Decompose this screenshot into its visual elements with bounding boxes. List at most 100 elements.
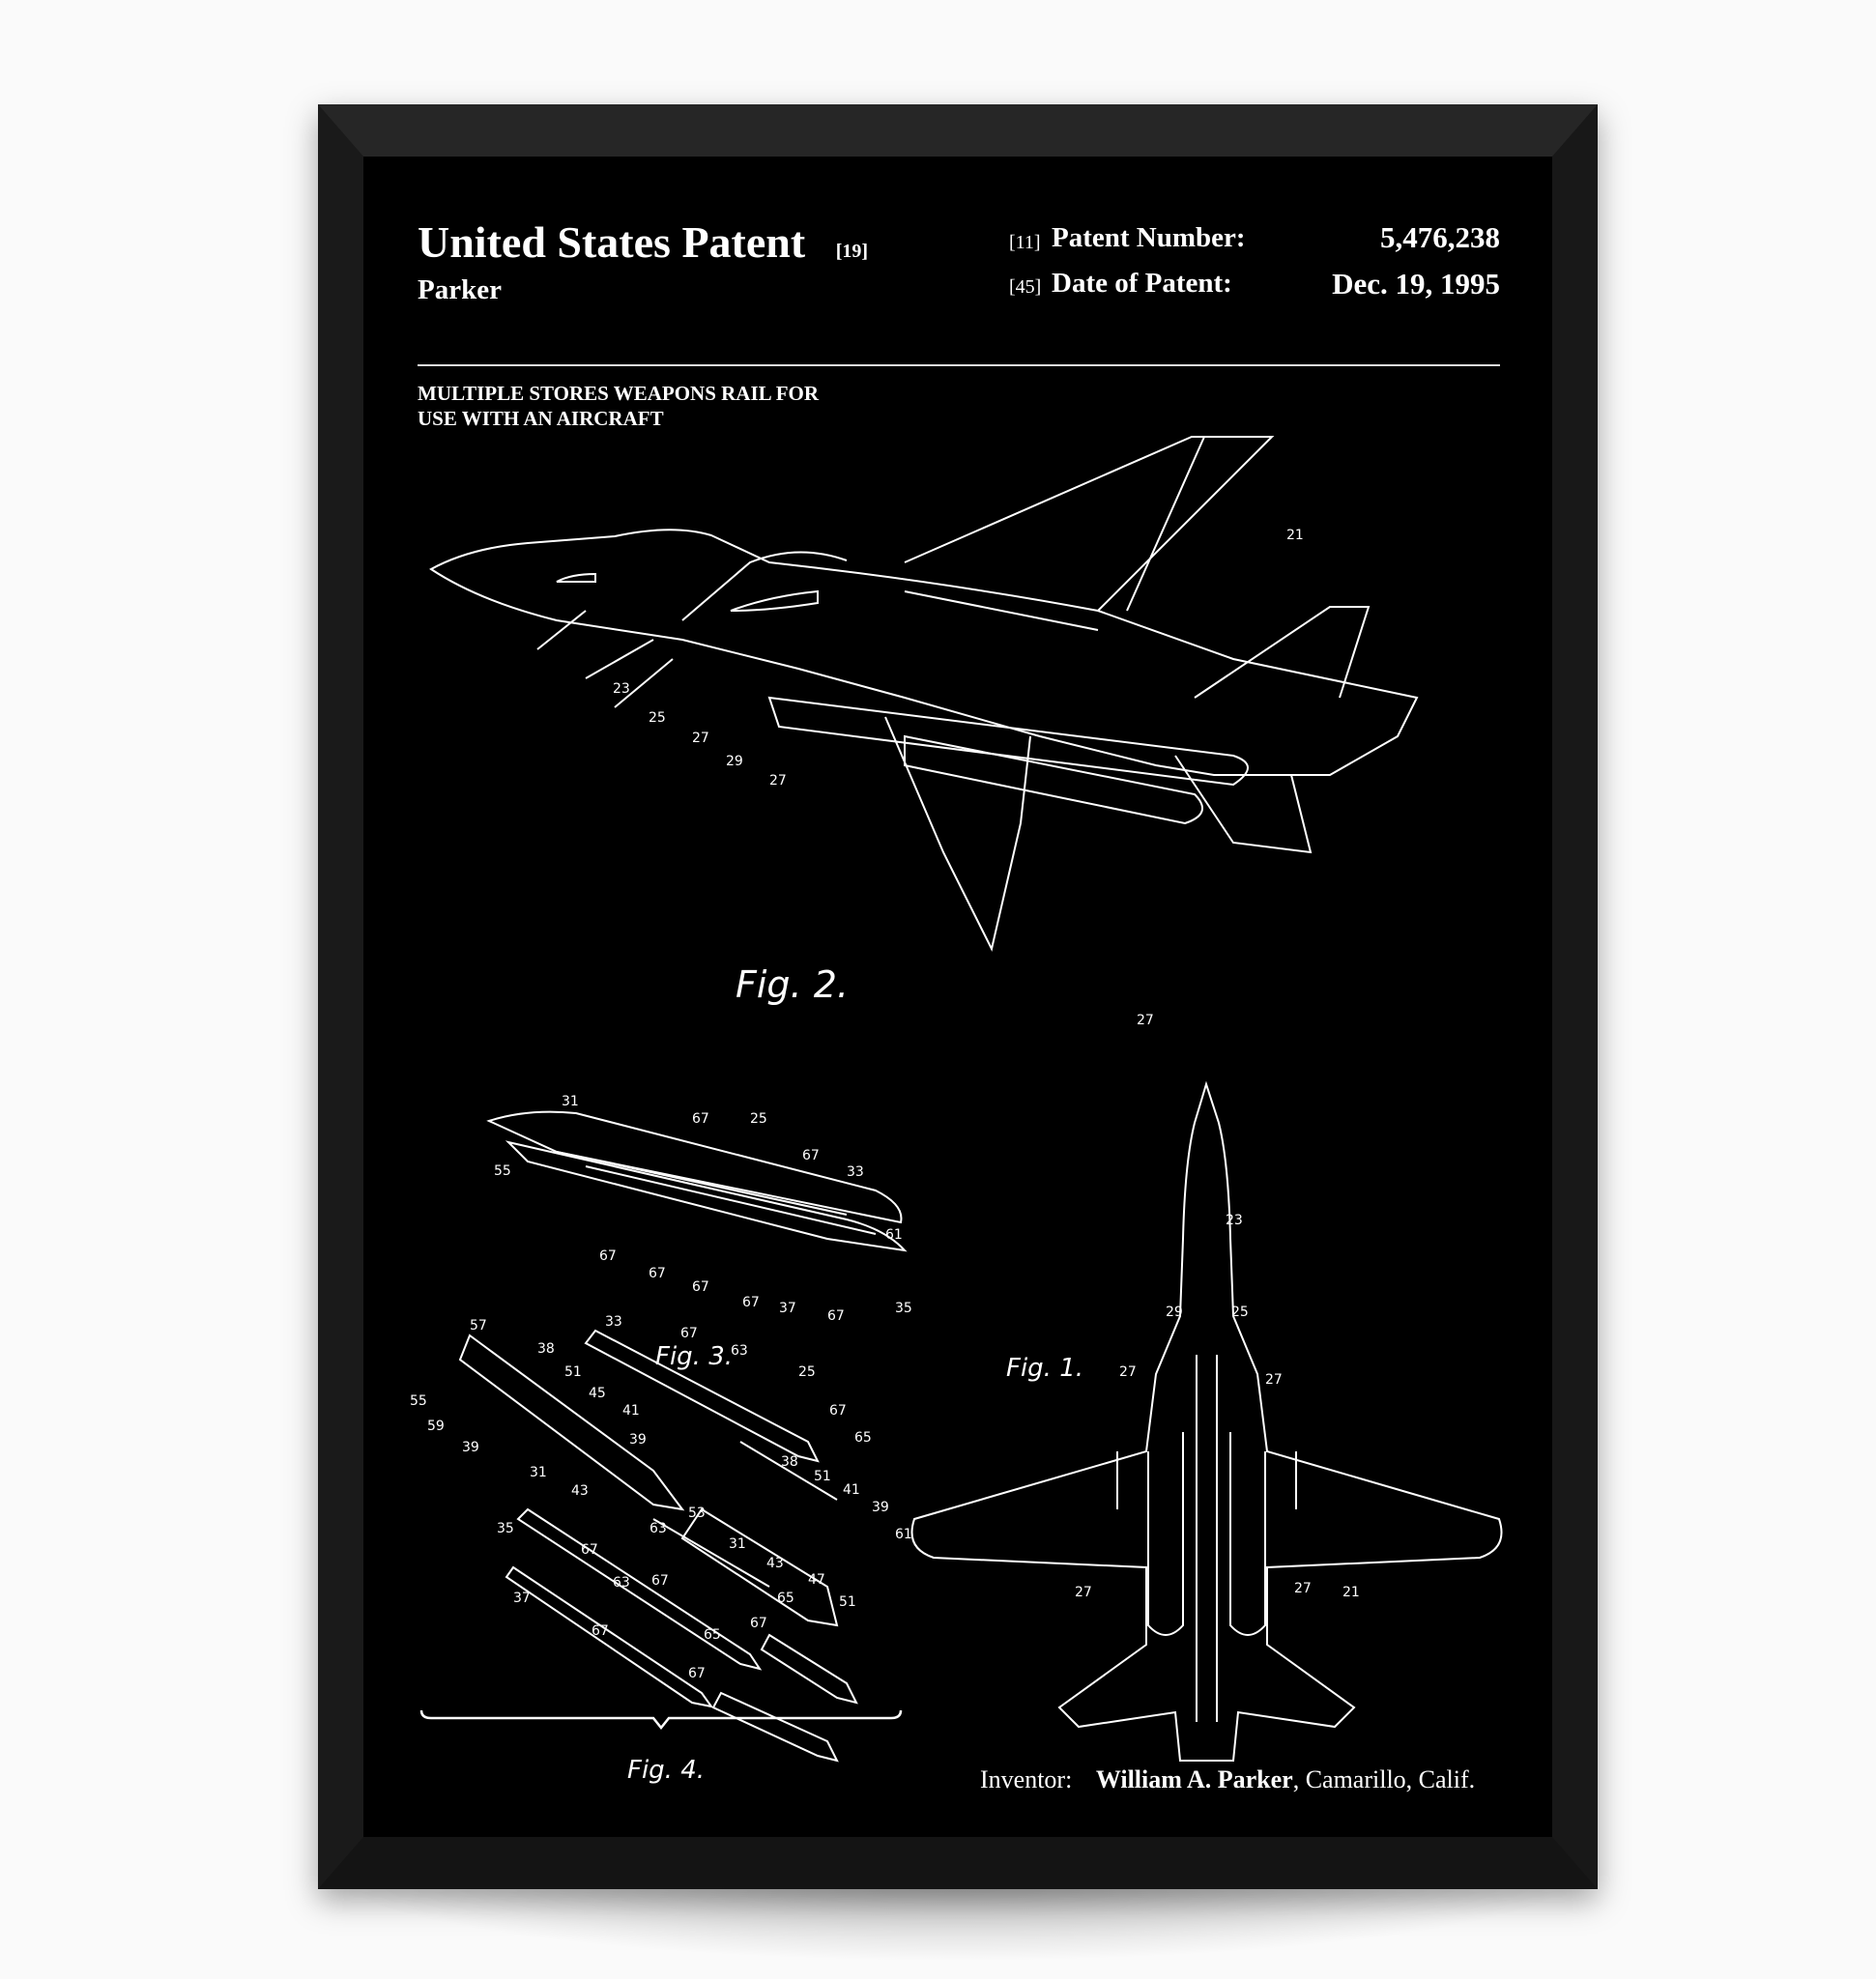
ref-num: 61	[895, 1527, 912, 1542]
patent-subject: MULTIPLE STORES WEAPONS RAIL FOR USE WIT…	[418, 381, 819, 431]
ref-num: 67	[592, 1623, 609, 1639]
ref-num: 21	[1342, 1585, 1360, 1600]
wall-shadow	[329, 1875, 1585, 1962]
ref-num: 63	[613, 1575, 630, 1591]
frame-bevel	[318, 104, 1598, 1889]
ref-num: 67	[651, 1573, 669, 1589]
ref-num: 39	[872, 1500, 889, 1515]
ref-num: 55	[494, 1163, 511, 1179]
ref-num: 27	[692, 731, 709, 746]
ref-num: 45	[589, 1386, 606, 1401]
ref-num: 67	[680, 1326, 698, 1341]
ref-num: 55	[410, 1393, 427, 1409]
ref-num: 37	[513, 1591, 531, 1606]
subject-line-1: MULTIPLE STORES WEAPONS RAIL FOR	[418, 382, 820, 405]
ref-num: 63	[649, 1521, 667, 1536]
ref-num: 25	[1231, 1305, 1249, 1320]
fig3-numerals: 31 67 25 67 33 61 55 67 67 67 67 37 67 3…	[494, 1094, 912, 1324]
patent-number-value: 5,476,238	[1380, 220, 1500, 254]
ref-num: 67	[802, 1148, 820, 1163]
subject-line-2: USE WITH AN AIRCRAFT	[418, 407, 664, 430]
title-ref: [19]	[835, 241, 869, 262]
ref-num: 23	[1226, 1213, 1243, 1228]
inventor-surname: Parker	[418, 274, 502, 305]
ref-num: 63	[731, 1343, 748, 1359]
fig2-numerals: 21 23 25 27 29 27 27	[613, 528, 1304, 1028]
ref-num: 35	[497, 1521, 514, 1536]
ref-num: 43	[766, 1556, 784, 1571]
ref-num: 51	[564, 1364, 582, 1380]
ref-num: 31	[562, 1094, 579, 1109]
ref-num: 65	[704, 1627, 721, 1643]
date-value: Dec. 19, 1995	[1332, 267, 1500, 301]
ref-num: 33	[847, 1164, 864, 1180]
inventor-label: Inventor:	[980, 1765, 1073, 1793]
ref-num: 27	[1294, 1581, 1312, 1596]
fig4-numerals: 57 33 38 67 51 63 25 55 45 41 67 59 39 6…	[410, 1314, 912, 1681]
ref-num: 41	[622, 1403, 640, 1419]
ref-num: 21	[1286, 528, 1304, 543]
patent-number-label: Patent Number:	[1052, 222, 1246, 253]
ref-num: 38	[781, 1454, 798, 1470]
ref-num: 47	[808, 1572, 825, 1588]
ref-num: 67	[692, 1111, 709, 1127]
ref-num: 59	[427, 1419, 445, 1434]
ref-num: 41	[843, 1482, 860, 1498]
ref-num: 53	[688, 1506, 706, 1521]
ref-num: 39	[629, 1432, 647, 1448]
patent-title: United States Patent	[418, 217, 806, 267]
number-ref: [11]	[1009, 232, 1041, 253]
ref-num: 37	[779, 1301, 796, 1316]
ref-num: 23	[613, 681, 630, 697]
ref-num: 67	[750, 1616, 767, 1631]
ref-num: 25	[750, 1111, 767, 1127]
ref-num: 57	[470, 1318, 487, 1334]
ref-num: 67	[581, 1542, 598, 1558]
ref-num: 67	[692, 1279, 709, 1295]
ref-num: 39	[462, 1440, 479, 1455]
fig4-exploded-drawing	[419, 1329, 903, 1763]
ref-num: 27	[1265, 1372, 1283, 1388]
fig4-label: Fig. 4.	[627, 1756, 705, 1785]
patent-drawings: Fig. 2. 21 23 25 27 29 27 27 Fig. 3. 31 …	[410, 436, 1503, 1785]
ref-num: 51	[814, 1469, 831, 1484]
ref-num: 67	[599, 1248, 617, 1264]
ref-num: 43	[571, 1483, 589, 1499]
patent-print: United States Patent [19] Parker [11] Pa…	[363, 157, 1552, 1837]
ref-num: 67	[829, 1403, 847, 1419]
header-divider	[418, 364, 1500, 366]
ref-num: 27	[1075, 1585, 1092, 1600]
inventor-line: Inventor: William A. Parker, Camarillo, …	[980, 1765, 1475, 1794]
ref-num: 61	[885, 1227, 903, 1243]
fig1-top-view-drawing	[910, 1080, 1503, 1762]
ref-num: 31	[530, 1465, 547, 1480]
ref-num: 25	[649, 710, 666, 726]
ref-num: 29	[726, 754, 743, 769]
inventor-name: William A. Parker	[1095, 1765, 1293, 1793]
ref-num: 33	[605, 1314, 622, 1330]
fig2-jet-drawing	[429, 436, 1419, 952]
date-ref: [45]	[1009, 276, 1042, 298]
ref-num: 67	[688, 1666, 706, 1681]
ref-num: 65	[777, 1591, 794, 1606]
inventor-location: , Camarillo, Calif.	[1292, 1765, 1476, 1793]
ref-num: 65	[854, 1430, 872, 1446]
date-label: Date of Patent:	[1052, 268, 1232, 299]
ref-num: 29	[1166, 1305, 1183, 1320]
ref-num: 25	[798, 1364, 816, 1380]
ref-num: 27	[1137, 1013, 1154, 1028]
patent-heading: United States Patent [19]	[418, 216, 868, 268]
ref-num: 38	[537, 1341, 555, 1357]
fig1-label: Fig. 1.	[1006, 1354, 1083, 1383]
fig3-weapons-rail-drawing	[486, 1110, 908, 1252]
ref-num: 35	[895, 1301, 912, 1316]
ref-num: 27	[769, 773, 787, 789]
fig3-label: Fig. 3.	[655, 1342, 733, 1371]
ref-num: 67	[649, 1266, 666, 1281]
ref-num: 27	[1119, 1364, 1137, 1380]
ref-num: 67	[742, 1295, 760, 1310]
fig1-numerals: 23 29 25 27 27 27 27 21	[1075, 1213, 1360, 1600]
picture-frame: United States Patent [19] Parker [11] Pa…	[318, 104, 1598, 1889]
ref-num: 51	[839, 1594, 856, 1610]
fig2-label: Fig. 2.	[736, 963, 849, 1006]
